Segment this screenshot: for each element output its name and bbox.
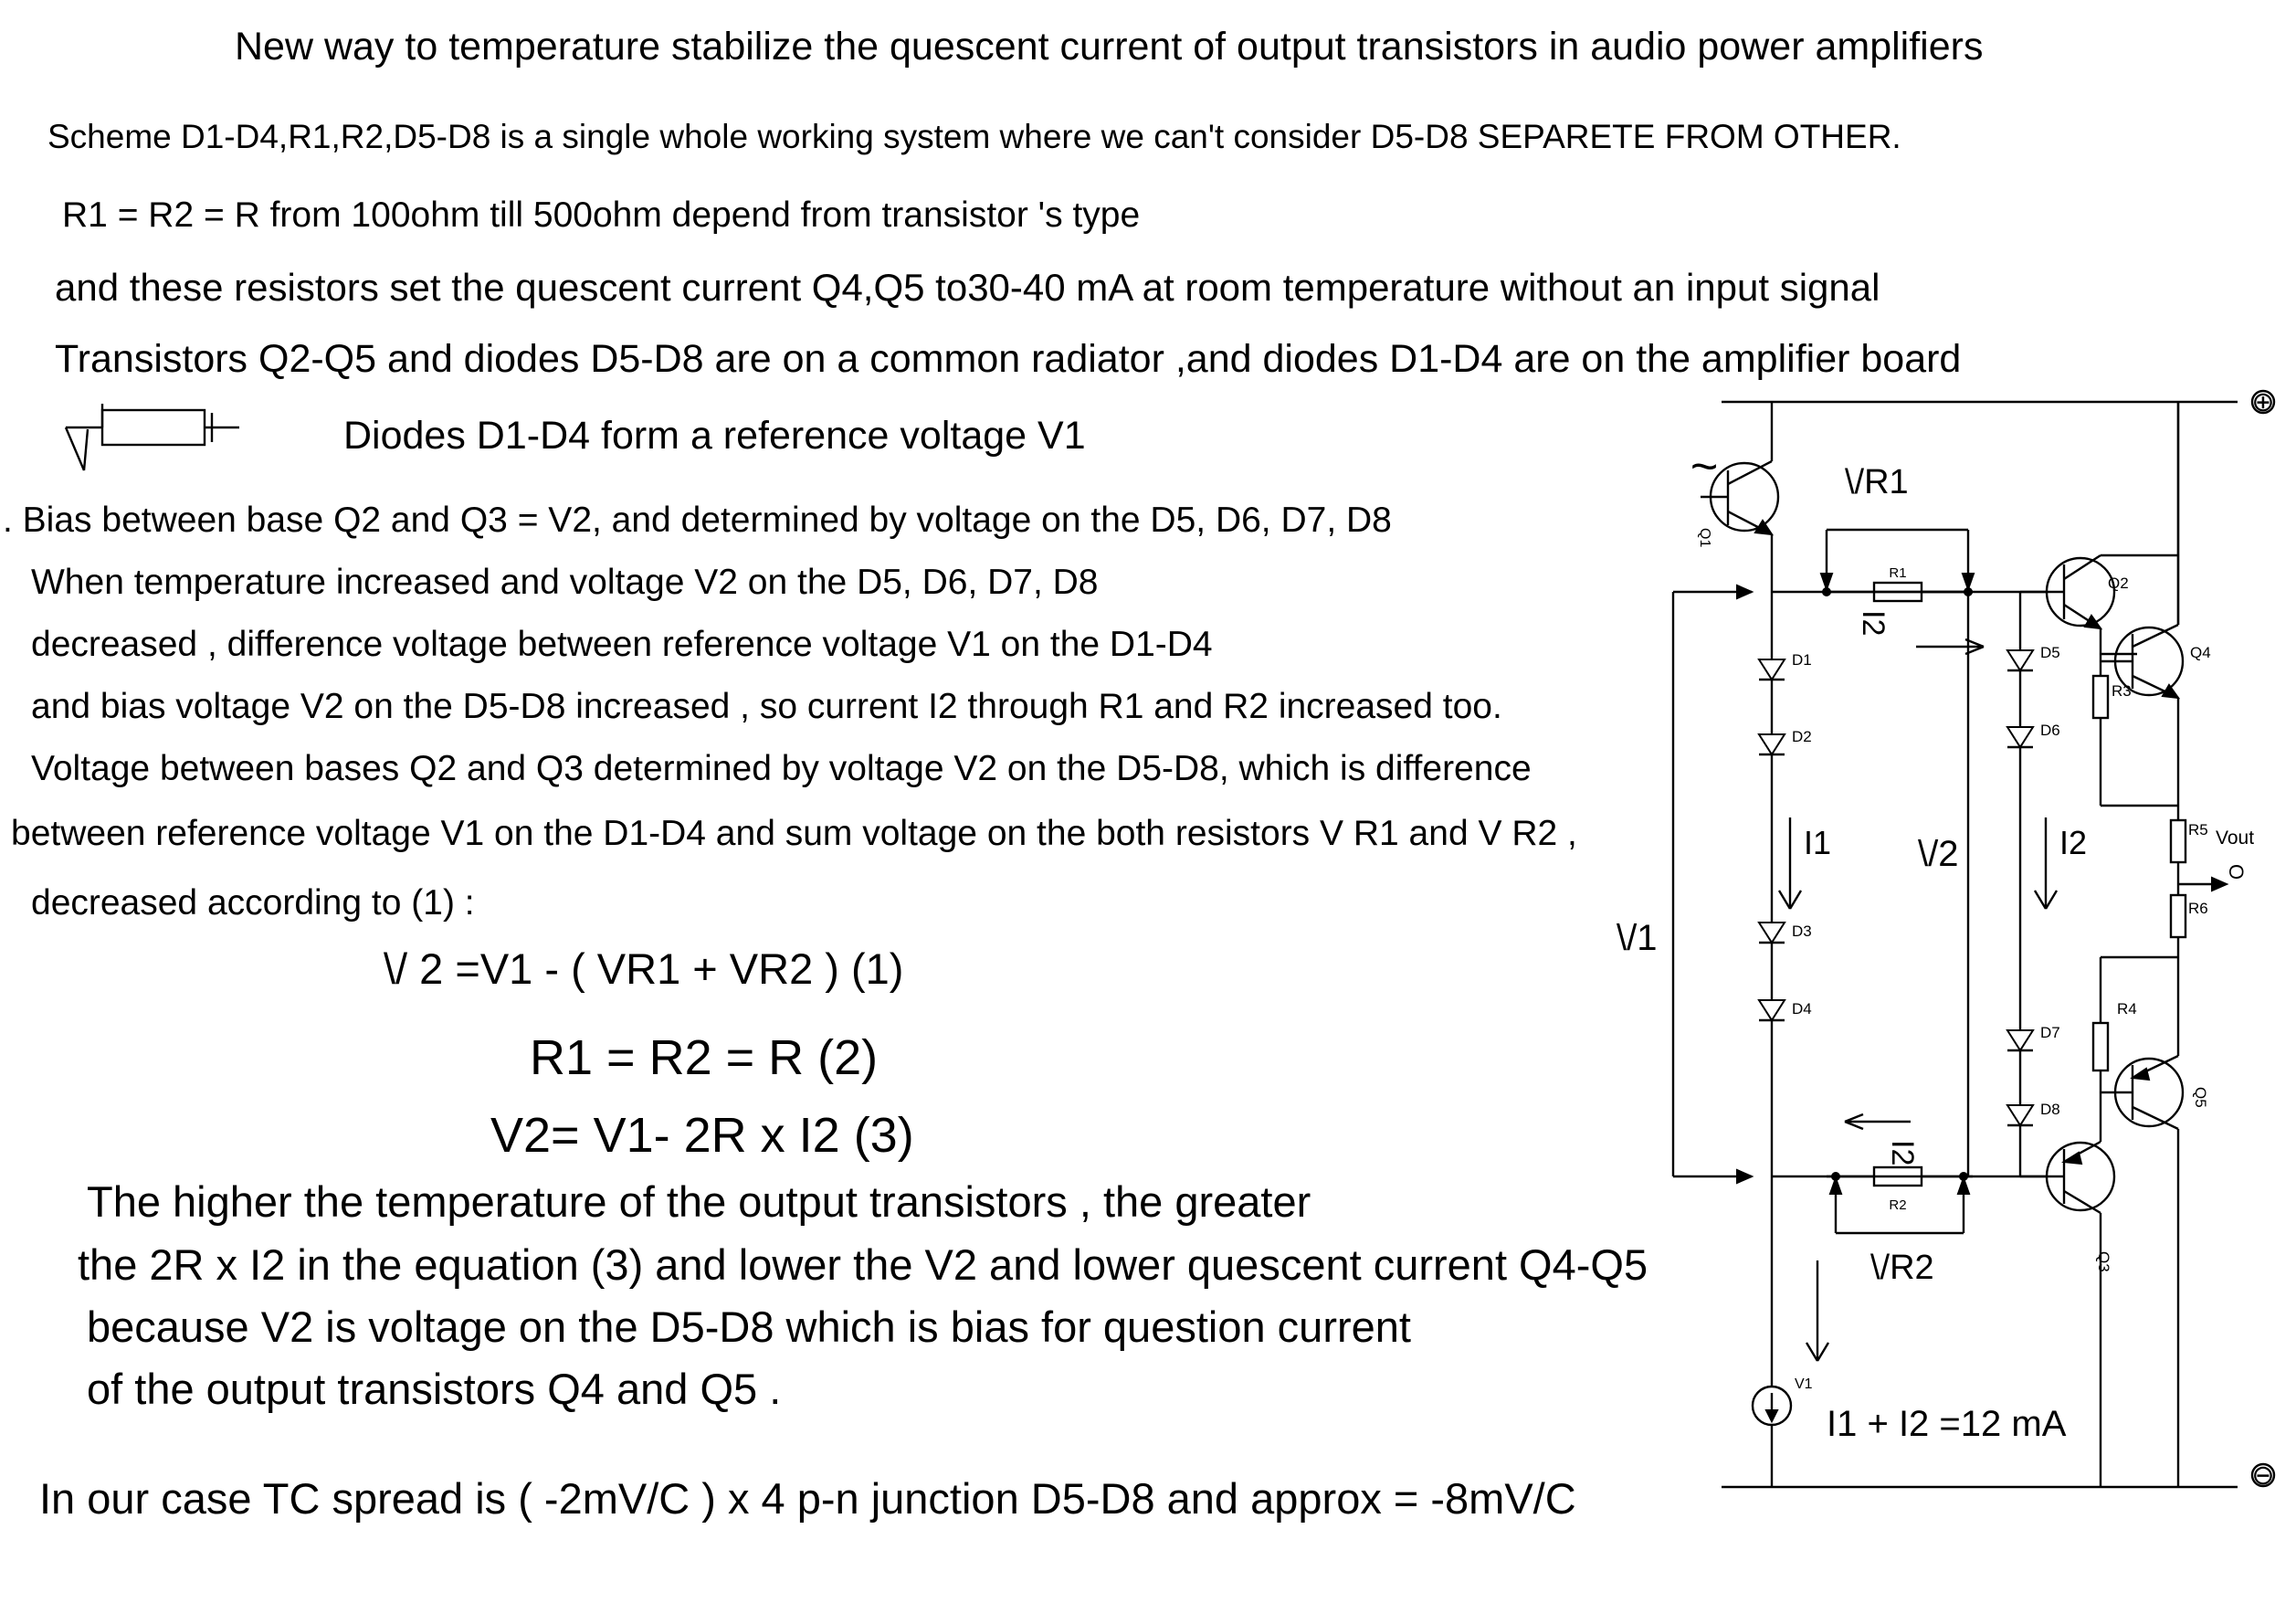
label-d4: D4: [1792, 1000, 1812, 1018]
arrow-i2-top: [1916, 638, 1985, 656]
power-rails: [1722, 389, 2276, 1489]
conclusion-line-3: because V2 is voltage on the D5-D8 which…: [87, 1302, 1411, 1351]
ac-source-symbol: ~: [1690, 440, 1718, 493]
v1-bracket: [1671, 584, 1754, 1185]
intro-line-2: R1 = R2 = R from 100ohm till 500ohm depe…: [62, 195, 1141, 235]
minus-symbol: ⊖: [2251, 1461, 2274, 1491]
transistor-q2: [2020, 554, 2178, 656]
label-d5: D5: [2040, 644, 2060, 661]
label-i1: I1: [1804, 824, 1831, 861]
equation-1: \/ 2 =V1 - ( VR1 + VR2 ) (1): [384, 944, 904, 993]
label-d2: D2: [1792, 728, 1812, 745]
label-i2-bottom: I2: [1885, 1140, 1920, 1165]
arrow-i1: [1777, 817, 1803, 910]
transistor-q3: [2020, 1140, 2116, 1487]
explanation-line-5: Voltage between bases Q2 and Q3 determin…: [31, 749, 1532, 788]
label-v2: \/2: [1918, 834, 1958, 874]
explanation-line-1: . Bias between base Q2 and Q3 = V2, and …: [3, 501, 1392, 540]
conclusion-line-2: the 2R x I2 in the equation (3) and lowe…: [78, 1240, 1648, 1289]
label-q5: Q5: [2192, 1087, 2209, 1108]
resistor-r3: [2091, 654, 2178, 807]
explanation-line-2: When temperature increased and voltage V…: [31, 563, 1099, 602]
label-r1: R1: [1889, 565, 1906, 581]
intro-line-1: Scheme D1-D4,R1,R2,D5-D8 is a single who…: [47, 118, 1901, 155]
resistor-r1: [1819, 528, 2046, 603]
label-r5: R5: [2188, 821, 2208, 838]
page-title: New way to temperature stabilize the que…: [235, 25, 1984, 69]
output-resistors: [2101, 806, 2229, 959]
label-r3: R3: [2112, 682, 2132, 700]
label-v1-source: V1: [1795, 1376, 1813, 1392]
diode-chain-d1-d4: [1757, 639, 1786, 1176]
legend-text: Diodes D1-D4 form a reference voltage V1: [343, 414, 1086, 458]
legend-symbol: [64, 404, 239, 471]
diode-chain-d5-d8: [2006, 592, 2035, 1176]
label-r6: R6: [2188, 900, 2208, 917]
current-source-v1: [1751, 1260, 1830, 1427]
label-d1: D1: [1792, 651, 1812, 669]
label-q2: Q2: [2108, 575, 2129, 592]
label-output-node: O: [2225, 864, 2248, 880]
arrow-i2-bottom: [1844, 1113, 1911, 1131]
label-d3: D3: [1792, 923, 1812, 940]
explanation-line-4: and bias voltage V2 on the D5-D8 increas…: [31, 687, 1502, 726]
label-i2-top: I2: [1856, 610, 1891, 636]
label-vr1: \/R1: [1845, 463, 1909, 501]
intro-line-4: Transistors Q2-Q5 and diodes D5-D8 are o…: [55, 337, 1962, 381]
label-d6: D6: [2040, 722, 2060, 739]
label-i2-right: I2: [2059, 824, 2087, 861]
label-r4: R4: [2117, 1000, 2137, 1018]
plus-symbol: ⊕: [2251, 387, 2274, 417]
resistor-r2: [1827, 1165, 2046, 1235]
label-d7: D7: [2040, 1024, 2060, 1041]
explanation-line-7: decreased according to (1) :: [31, 883, 475, 923]
label-vout: Vout: [2216, 828, 2254, 849]
equation-2: R1 = R2 = R (2): [530, 1030, 879, 1085]
conclusion-line-1: The higher the temperature of the output…: [87, 1177, 1311, 1226]
intro-line-3: and these resistors set the quescent cur…: [55, 266, 1880, 309]
arrow-i2-right: [2033, 817, 2059, 910]
label-vr2: \/R2: [1870, 1249, 1934, 1287]
explanation-line-3: decreased , difference voltage between r…: [31, 625, 1213, 664]
label-current-sum: I1 + I2 =12 mA: [1827, 1404, 2067, 1444]
equation-3: V2= V1- 2R x I2 (3): [490, 1108, 914, 1163]
resistor-r4: [2091, 957, 2110, 1142]
label-q1: Q1: [1697, 528, 1712, 547]
footer-note: In our case TC spread is ( -2mV/C ) x 4 …: [39, 1474, 1576, 1523]
transistor-q5: [2101, 957, 2185, 1487]
transistor-q1: [1701, 402, 1780, 592]
label-d8: D8: [2040, 1101, 2060, 1118]
label-r2: R2: [1889, 1197, 1906, 1213]
main-vertical-wire: [1770, 590, 1973, 1487]
conclusion-line-4: of the output transistors Q4 and Q5 .: [87, 1365, 782, 1413]
label-q4: Q4: [2190, 644, 2211, 661]
label-q3: Q3: [2095, 1251, 2112, 1272]
explanation-line-6: between reference voltage V1 on the D1-D…: [11, 814, 1577, 853]
label-v1: \/1: [1617, 918, 1657, 958]
